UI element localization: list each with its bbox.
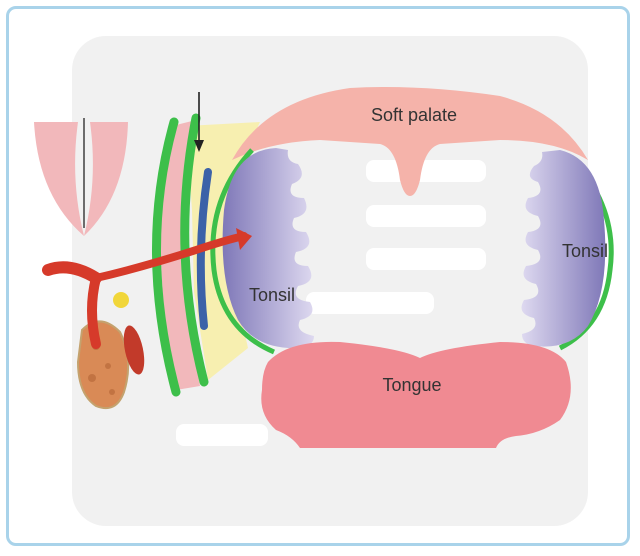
label-tonsil-left: Tonsil (249, 285, 295, 305)
gland (78, 321, 128, 408)
label-soft-palate: Soft palate (371, 105, 457, 125)
yellow-node (113, 292, 129, 308)
label-tongue: Tongue (382, 375, 441, 395)
label-tonsil-right: Tonsil (562, 241, 608, 261)
